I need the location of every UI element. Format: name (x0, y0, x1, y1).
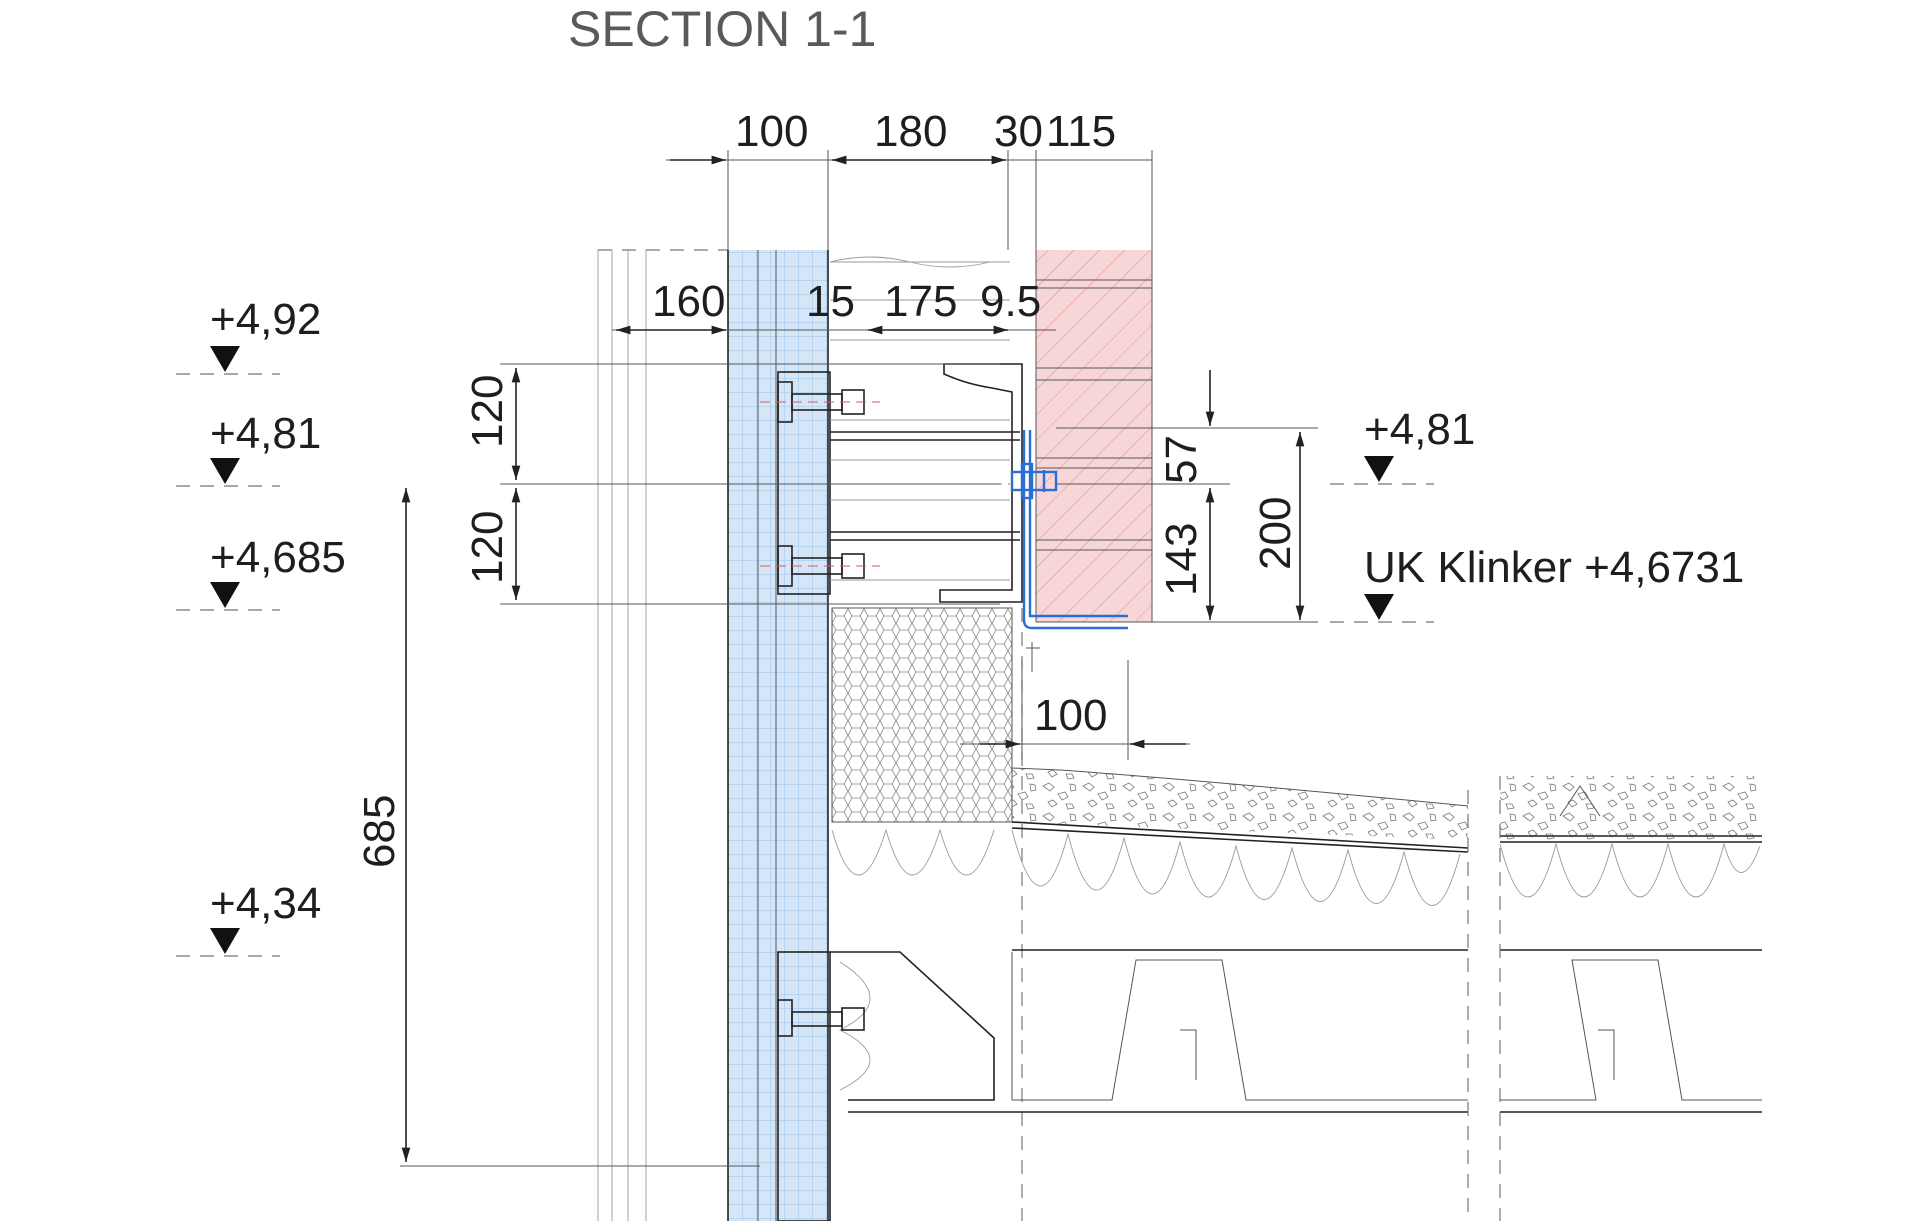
dim-top-1: 100 (735, 107, 808, 156)
dim-top-2: 180 (874, 107, 947, 156)
lower-dimension: 100 (960, 642, 1190, 760)
second-dimension-chain: 160 15 175 9.5 (612, 277, 1056, 335)
svg-text:+4,685: +4,685 (210, 533, 346, 582)
break-lines (1467, 776, 1501, 1221)
svg-text:+4,34: +4,34 (210, 879, 321, 928)
roof-insulation (831, 821, 1762, 951)
svg-text:+4,81: +4,81 (1364, 405, 1475, 454)
level-marker: +4,81 (176, 409, 321, 487)
dim-top-3: 30 (994, 107, 1043, 156)
lower-steel-bracket (777, 951, 995, 1221)
upper-insulation (829, 256, 1020, 581)
left-vertical-dimensions: 120 120 685 (355, 363, 1000, 1167)
upper-steel-bracket (760, 371, 1010, 595)
base-insulation-block (831, 607, 1023, 1221)
level-marker: +4,92 (176, 295, 321, 375)
dim-second-2: 15 (806, 277, 855, 326)
level-markers-left: +4,92 +4,81 +4,685 +4,34 (176, 295, 346, 957)
roof-gravel-layer (1011, 767, 1762, 853)
level-marker: +4,34 (176, 879, 321, 957)
dim-second-1: 160 (652, 277, 725, 326)
level-marker: UK Klinker +4,6731 (1330, 543, 1744, 623)
dim-right-1: 57 (1157, 435, 1206, 484)
drawing-title: SECTION 1-1 (568, 1, 876, 57)
dim-second-3: 175 (884, 277, 957, 326)
steel-deck (848, 952, 1762, 1113)
dim-right-3: 200 (1251, 497, 1300, 570)
facade-layers (597, 249, 728, 1221)
level-marker: +4,685 (176, 533, 346, 611)
clinker-bricks (1035, 250, 1153, 623)
level-marker: +4,81 (1330, 405, 1475, 485)
clinker-console-anchor (1010, 430, 1128, 630)
svg-text:+4,92: +4,92 (210, 295, 321, 344)
dim-lower-1: 100 (1034, 691, 1107, 740)
level-markers-right: +4,81 UK Klinker +4,6731 (1330, 405, 1744, 623)
top-dimension-chain: 100 180 30 115 (666, 107, 1153, 250)
svg-text:+4,81: +4,81 (210, 409, 321, 458)
dim-left-3: 685 (355, 795, 404, 868)
dim-right-2: 143 (1157, 523, 1206, 596)
dim-top-4: 115 (1046, 107, 1116, 156)
steel-channel (939, 363, 1023, 603)
dim-left-1: 120 (463, 375, 512, 448)
dim-left-2: 120 (463, 511, 512, 584)
dim-second-4: 9.5 (980, 277, 1041, 326)
right-vertical-dimensions: 57 143 200 (1056, 370, 1318, 623)
svg-text:UK Klinker +4,6731: UK Klinker +4,6731 (1364, 543, 1744, 592)
